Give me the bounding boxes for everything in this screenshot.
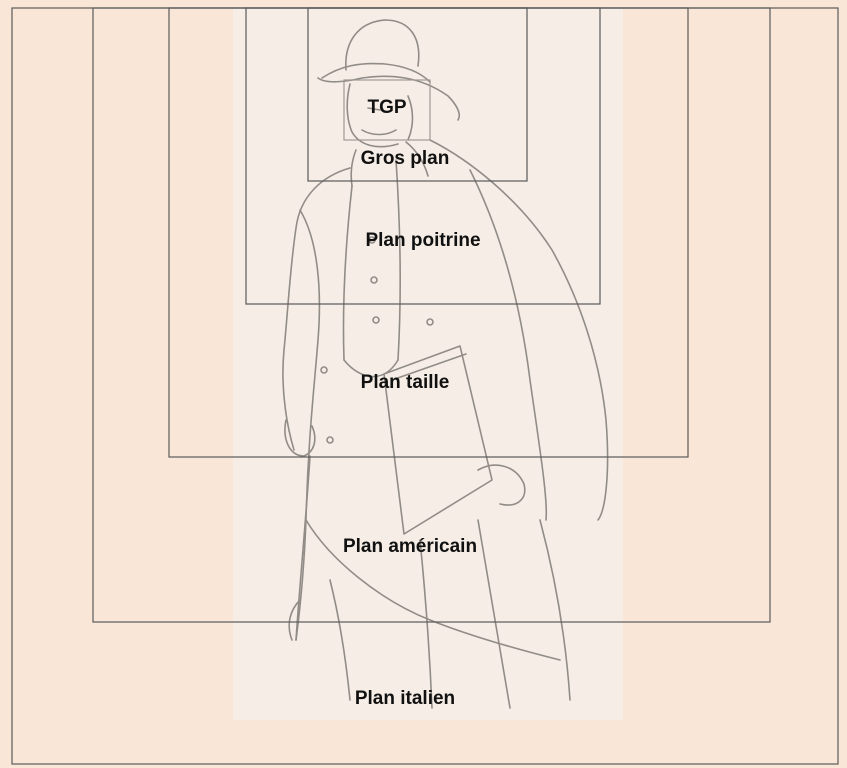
label-plan-taille: Plan taille <box>361 372 450 394</box>
label-plan-poitrine: Plan poitrine <box>365 230 480 252</box>
label-gros-plan: Gros plan <box>361 148 450 170</box>
label-plan-americain: Plan américain <box>343 536 477 558</box>
label-tgp: TGP <box>367 97 406 119</box>
label-plan-italien: Plan italien <box>355 688 455 710</box>
